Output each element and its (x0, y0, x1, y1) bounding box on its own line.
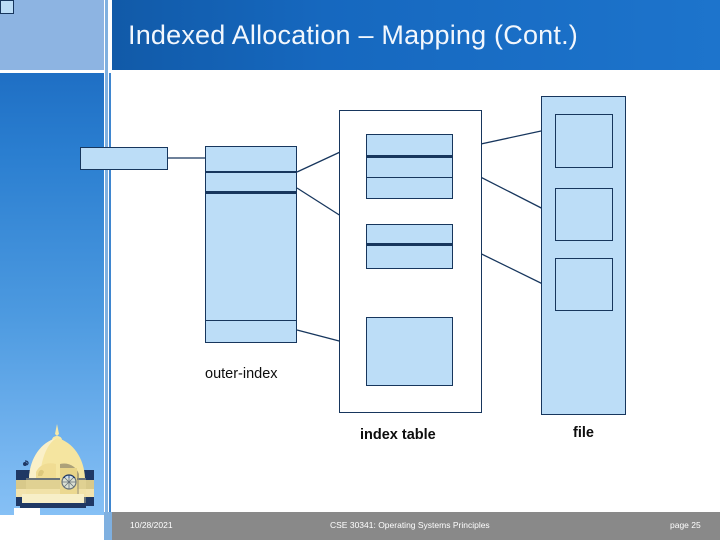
footer-page-number: page 25 (670, 520, 701, 530)
dome-building-logo-icon (16, 424, 94, 508)
outer-index-ellipsis-icon (0, 0, 14, 14)
outer-index-divider-2 (205, 191, 297, 194)
key-block (80, 147, 168, 170)
file-slot-3 (555, 258, 613, 311)
title-bar (112, 0, 720, 70)
index-table-block-1-divider-2 (366, 177, 453, 179)
sidebar-divider-line-inner (109, 73, 111, 515)
page-title: Indexed Allocation – Mapping (Cont.) (128, 20, 578, 50)
index-table-block-1-divider-1 (366, 155, 453, 158)
footer-left-tab (104, 512, 112, 540)
footer-course-title: CSE 30341: Operating Systems Principles (330, 520, 490, 530)
label-index-table: index table (360, 427, 436, 443)
index-table-block-2 (366, 224, 453, 269)
outer-index-divider-1 (205, 171, 297, 174)
outer-index-column (205, 146, 297, 343)
footer-bar: 10/28/2021 CSE 30341: Operating Systems … (112, 512, 720, 540)
footer-date: 10/28/2021 (130, 520, 173, 530)
sidebar-white-notch (14, 508, 40, 526)
index-table-block-1 (366, 134, 453, 199)
sidebar-top-block (0, 0, 104, 70)
index-table-block-2-divider-1 (366, 243, 453, 246)
index-table-block-3 (366, 317, 453, 386)
sidebar-divider-line (105, 0, 108, 515)
file-slot-1 (555, 114, 613, 168)
outer-index-divider-3 (205, 320, 297, 322)
label-file: file (573, 425, 594, 441)
file-slot-2 (555, 188, 613, 241)
label-outer-index: outer-index (205, 366, 278, 382)
